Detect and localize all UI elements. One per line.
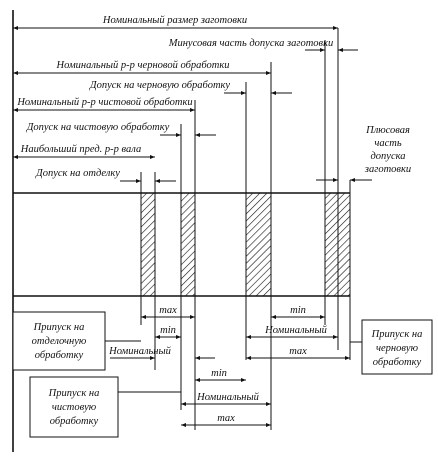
label-plus-tol-1: Плюсовая (365, 125, 410, 136)
label-nominal-blank: Номинальный размер заготовки (102, 15, 247, 26)
box-allow-rough (361, 319, 433, 375)
label-tol-finish: Допуск на чистовую обработку (26, 122, 170, 133)
label-nominal-rough: Номинальный р-р черновой обработки (56, 60, 230, 71)
label-minus-tol-blank: Минусовая часть допуска заготовки (168, 38, 334, 49)
box-allow-finish-line3: обработку (50, 416, 99, 427)
label-plus-tol-2: часть (374, 138, 402, 149)
box-allow-finish (29, 376, 119, 438)
zone-blank-minus (324, 192, 339, 297)
zone-finish-tolerance (180, 192, 196, 297)
zone-blank-plus (337, 192, 351, 297)
label-finish-max: max (217, 413, 235, 424)
box-allow-finish-line2: чистовую (52, 402, 97, 413)
label-polish-max: max (159, 305, 177, 316)
label-tol-rough: Допуск на черновую обработку (89, 80, 231, 91)
label-plus-tol-3: допуска (370, 151, 405, 162)
box-allow-rough-line2: черновую (376, 343, 419, 354)
label-plus-tol-4: заготовки (364, 164, 411, 175)
label-nominal-finish: Номинальный р-р чистовой обработки (16, 97, 192, 108)
box-allow-rough-line1: Припуск на (371, 329, 423, 340)
box-allow-finish-line1: Припуск на (48, 388, 100, 399)
box-allow-polish-line1: Припуск на (33, 322, 85, 333)
box-allow-polish (12, 311, 106, 371)
label-rough-min: min (290, 305, 306, 316)
box-allow-polish-line3: обработку (35, 350, 84, 361)
label-max-shaft: Наибольший пред. р-р вала (20, 144, 141, 155)
label-finish-min: min (211, 368, 227, 379)
label-polish-nominal: Номинальный (108, 346, 172, 357)
label-finish-nominal: Номинальный (196, 392, 260, 403)
label-tol-polish: Допуск на отделку (35, 168, 120, 179)
label-polish-min: min (160, 325, 176, 336)
label-rough-nominal: Номинальный (264, 325, 328, 336)
box-allow-rough-line3: обработку (373, 357, 422, 368)
zone-rough-tolerance (245, 192, 272, 297)
zone-polish-tolerance (140, 192, 156, 297)
label-rough-max: max (289, 346, 307, 357)
box-allow-polish-line2: отделочную (32, 336, 87, 347)
